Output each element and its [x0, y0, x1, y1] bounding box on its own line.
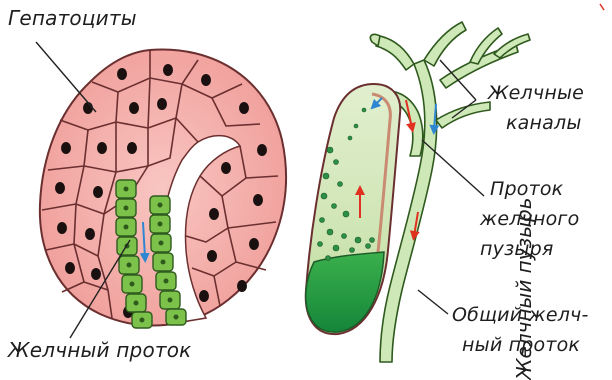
label-cystic-duct-line3: пузыря — [480, 240, 553, 259]
label-cystic-duct-line1: Проток — [490, 180, 563, 199]
label-bile-canals-line1: Желчные — [488, 84, 584, 103]
label-cystic-duct-line2: желчного — [480, 210, 579, 229]
corner-mark — [600, 4, 604, 10]
bile-pool — [306, 252, 384, 332]
hepatocyte-lobule — [40, 50, 286, 328]
label-common-duct-line1: Общий желч- — [452, 306, 589, 325]
label-common-duct-line2: ный проток — [462, 336, 580, 355]
label-hepatocytes: Гепатоциты — [8, 8, 137, 28]
label-bile-canals-line2: каналы — [506, 114, 582, 133]
label-bile-duct: Желчный проток — [8, 340, 191, 360]
